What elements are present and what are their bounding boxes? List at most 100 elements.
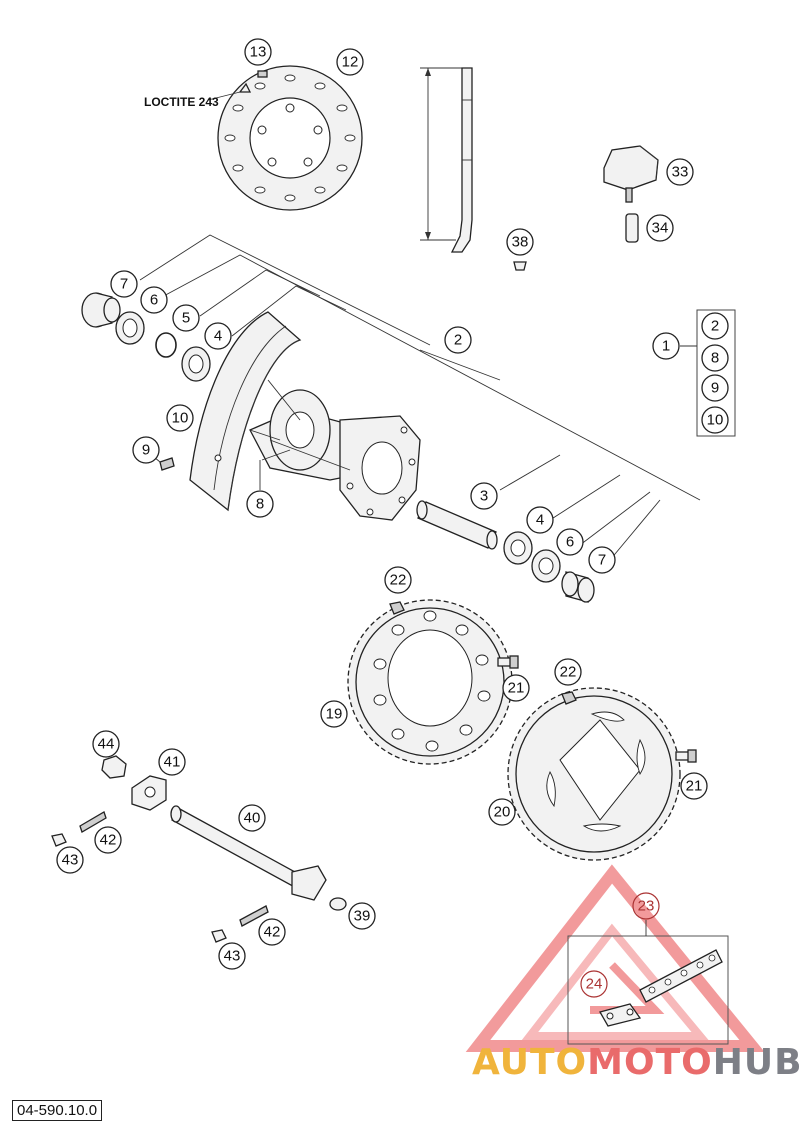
callout-44: 44 [92, 730, 120, 758]
svg-text:9: 9 [142, 442, 150, 459]
callout-42-a: 42 [94, 826, 122, 854]
callout-40: 40 [238, 804, 266, 832]
watermark-auto: AUTO [472, 1042, 588, 1083]
callout-22-a: 22 [384, 566, 412, 594]
callout-7-left: 7 [110, 270, 138, 298]
svg-text:10: 10 [707, 412, 724, 429]
right-bearing [503, 531, 533, 565]
svg-text:12: 12 [342, 54, 359, 71]
callout-13: 13 [244, 38, 272, 66]
callout-34: 34 [646, 214, 674, 242]
sprocket-nut-a [389, 601, 405, 615]
svg-text:4: 4 [214, 328, 222, 345]
svg-text:8: 8 [256, 496, 264, 513]
right-spacer [561, 571, 595, 603]
svg-text:23: 23 [638, 898, 655, 915]
watermark-hub: HUB [712, 1042, 800, 1083]
callout-20: 20 [488, 798, 516, 826]
svg-text:44: 44 [98, 736, 115, 753]
svg-text:21: 21 [508, 680, 525, 697]
svg-text:9: 9 [711, 380, 719, 397]
svg-text:20: 20 [494, 804, 511, 821]
callout-6-left: 6 [140, 286, 168, 314]
svg-text:6: 6 [566, 534, 574, 551]
svg-text:7: 7 [598, 552, 606, 569]
callout-1: 1 [652, 332, 680, 360]
watermark-moto: MOTO [587, 1042, 713, 1083]
distance-tube [416, 500, 498, 550]
svg-text:13: 13 [250, 44, 267, 61]
kit-item-2: 2 [701, 312, 729, 340]
kit-item-10: 10 [701, 406, 729, 434]
adjuster-spring-a [79, 811, 107, 833]
right-seal [531, 549, 561, 583]
valve-cap [603, 145, 659, 243]
chain-box [567, 920, 729, 1045]
hub [249, 379, 421, 521]
sprocket-nut-b [561, 691, 577, 705]
watermark-text: AUTOMOTOHUB [472, 1042, 800, 1083]
callout-24: 24 [580, 970, 608, 998]
axle-nut [101, 755, 127, 779]
svg-text:33: 33 [672, 164, 689, 181]
callout-22-b: 22 [554, 658, 582, 686]
callout-4-left: 4 [204, 322, 232, 350]
svg-text:22: 22 [390, 572, 407, 589]
svg-text:10: 10 [172, 410, 189, 427]
callout-23: 23 [632, 892, 660, 920]
callout-7-right: 7 [588, 546, 616, 574]
kit-item-8: 8 [701, 344, 729, 372]
callout-8: 8 [246, 490, 274, 518]
callout-43-b: 43 [218, 942, 246, 970]
svg-text:42: 42 [100, 832, 117, 849]
svg-text:34: 34 [652, 220, 669, 237]
adjuster-nut-a [51, 833, 67, 847]
callout-21-a: 21 [502, 674, 530, 702]
svg-text:41: 41 [164, 754, 181, 771]
callout-42-b: 42 [258, 918, 286, 946]
svg-text:43: 43 [224, 948, 241, 965]
svg-text:6: 6 [150, 292, 158, 309]
svg-text:42: 42 [264, 924, 281, 941]
loctite-note: LOCTITE 243 [144, 95, 219, 109]
kit-item-9: 9 [701, 374, 729, 402]
chain [639, 949, 723, 1003]
callout-38: 38 [506, 228, 534, 256]
callout-43-a: 43 [56, 846, 84, 874]
svg-text:19: 19 [326, 706, 343, 723]
sprocket-bolt-a [497, 655, 519, 669]
svg-text:5: 5 [182, 310, 190, 327]
svg-text:2: 2 [454, 332, 462, 349]
callout-9: 9 [132, 436, 160, 464]
adjuster-nut-b [211, 929, 227, 943]
drawing-number: 04-590.10.0 [12, 1100, 103, 1121]
small-nut [513, 261, 527, 271]
chain-link [599, 1003, 642, 1027]
callout-12: 12 [336, 48, 364, 76]
svg-text:1: 1 [662, 338, 670, 355]
sprocket-large [347, 599, 513, 765]
circlip [155, 332, 177, 358]
svg-text:2: 2 [711, 318, 719, 335]
brake-disc [217, 65, 363, 211]
svg-text:39: 39 [354, 908, 371, 925]
svg-text:40: 40 [244, 810, 261, 827]
callout-6-right: 6 [556, 528, 584, 556]
adjuster-spring-b [239, 905, 269, 927]
callout-39: 39 [348, 902, 376, 930]
exploded-axis-lines [139, 234, 701, 561]
callout-4-right: 4 [526, 506, 554, 534]
svg-text:22: 22 [560, 664, 577, 681]
left-seal [115, 311, 145, 345]
axle-collar [329, 897, 347, 911]
svg-text:24: 24 [586, 976, 603, 993]
sprocket-bolt-b [675, 749, 697, 763]
axle [170, 805, 327, 901]
rim [189, 311, 302, 512]
callout-41: 41 [158, 748, 186, 776]
svg-text:7: 7 [120, 276, 128, 293]
callout-33: 33 [666, 158, 694, 186]
sprocket-steel [507, 687, 681, 861]
svg-text:4: 4 [536, 512, 544, 529]
